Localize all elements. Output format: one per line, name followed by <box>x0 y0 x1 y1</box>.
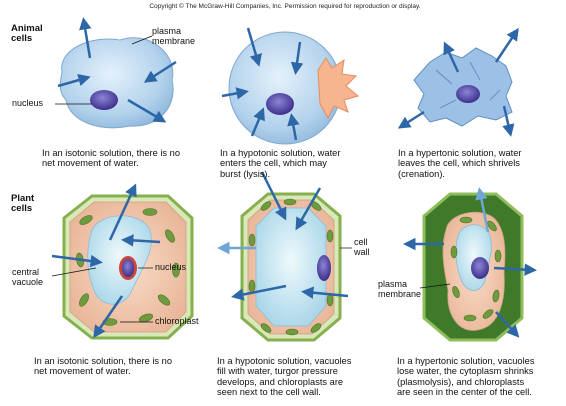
plant-cells-heading: Plant cells <box>11 194 34 215</box>
animal-cell-hypotonic <box>222 28 358 144</box>
central-vacuole-label: central vacuole <box>12 268 43 288</box>
animal-cells-heading: Animal cells <box>11 24 43 45</box>
plant-plasma-membrane-label: plasma membrane <box>378 280 421 300</box>
nucleus-shape <box>471 257 489 279</box>
plant-hypotonic-caption: In a hypotonic solution, vacuoles fill w… <box>217 356 393 398</box>
copyright-notice: Copyright © The McGraw-Hill Companies, I… <box>135 3 435 10</box>
animal-hypertonic-caption: In a hypertonic solution, water leaves t… <box>398 148 564 179</box>
animal-hypotonic-caption: In a hypotonic solution, water enters th… <box>220 148 390 179</box>
nucleus-shape <box>317 255 331 281</box>
chloroplast-label: chloroplast <box>155 317 199 327</box>
animal-cell-hypertonic <box>402 32 516 132</box>
nucleus-shape <box>456 85 480 103</box>
nucleus-shape <box>266 93 294 115</box>
plant-isotonic-caption: In an isotonic solution, there is no net… <box>34 356 210 377</box>
nucleus-shape <box>90 90 118 110</box>
plant-hypertonic-caption: In a hypertonic solution, vacuoles lose … <box>397 356 565 398</box>
animal-isotonic-caption: In an isotonic solution, there is no net… <box>42 148 212 169</box>
water-arrow <box>402 112 424 126</box>
nucleus-shape <box>122 259 134 277</box>
plant-cell-hypotonic <box>222 172 352 340</box>
animal-cell-body <box>60 38 173 128</box>
plant-cell-hypertonic <box>408 192 532 340</box>
water-arrow <box>496 32 516 62</box>
plasma-membrane-label: plasma membrane <box>152 27 195 47</box>
burst-membrane <box>318 58 358 118</box>
plant-nucleus-label: nucleus <box>155 263 186 273</box>
cell-wall-label: cell wall <box>354 238 370 258</box>
nucleus-label: nucleus <box>12 99 43 109</box>
central-vacuole <box>256 208 326 326</box>
